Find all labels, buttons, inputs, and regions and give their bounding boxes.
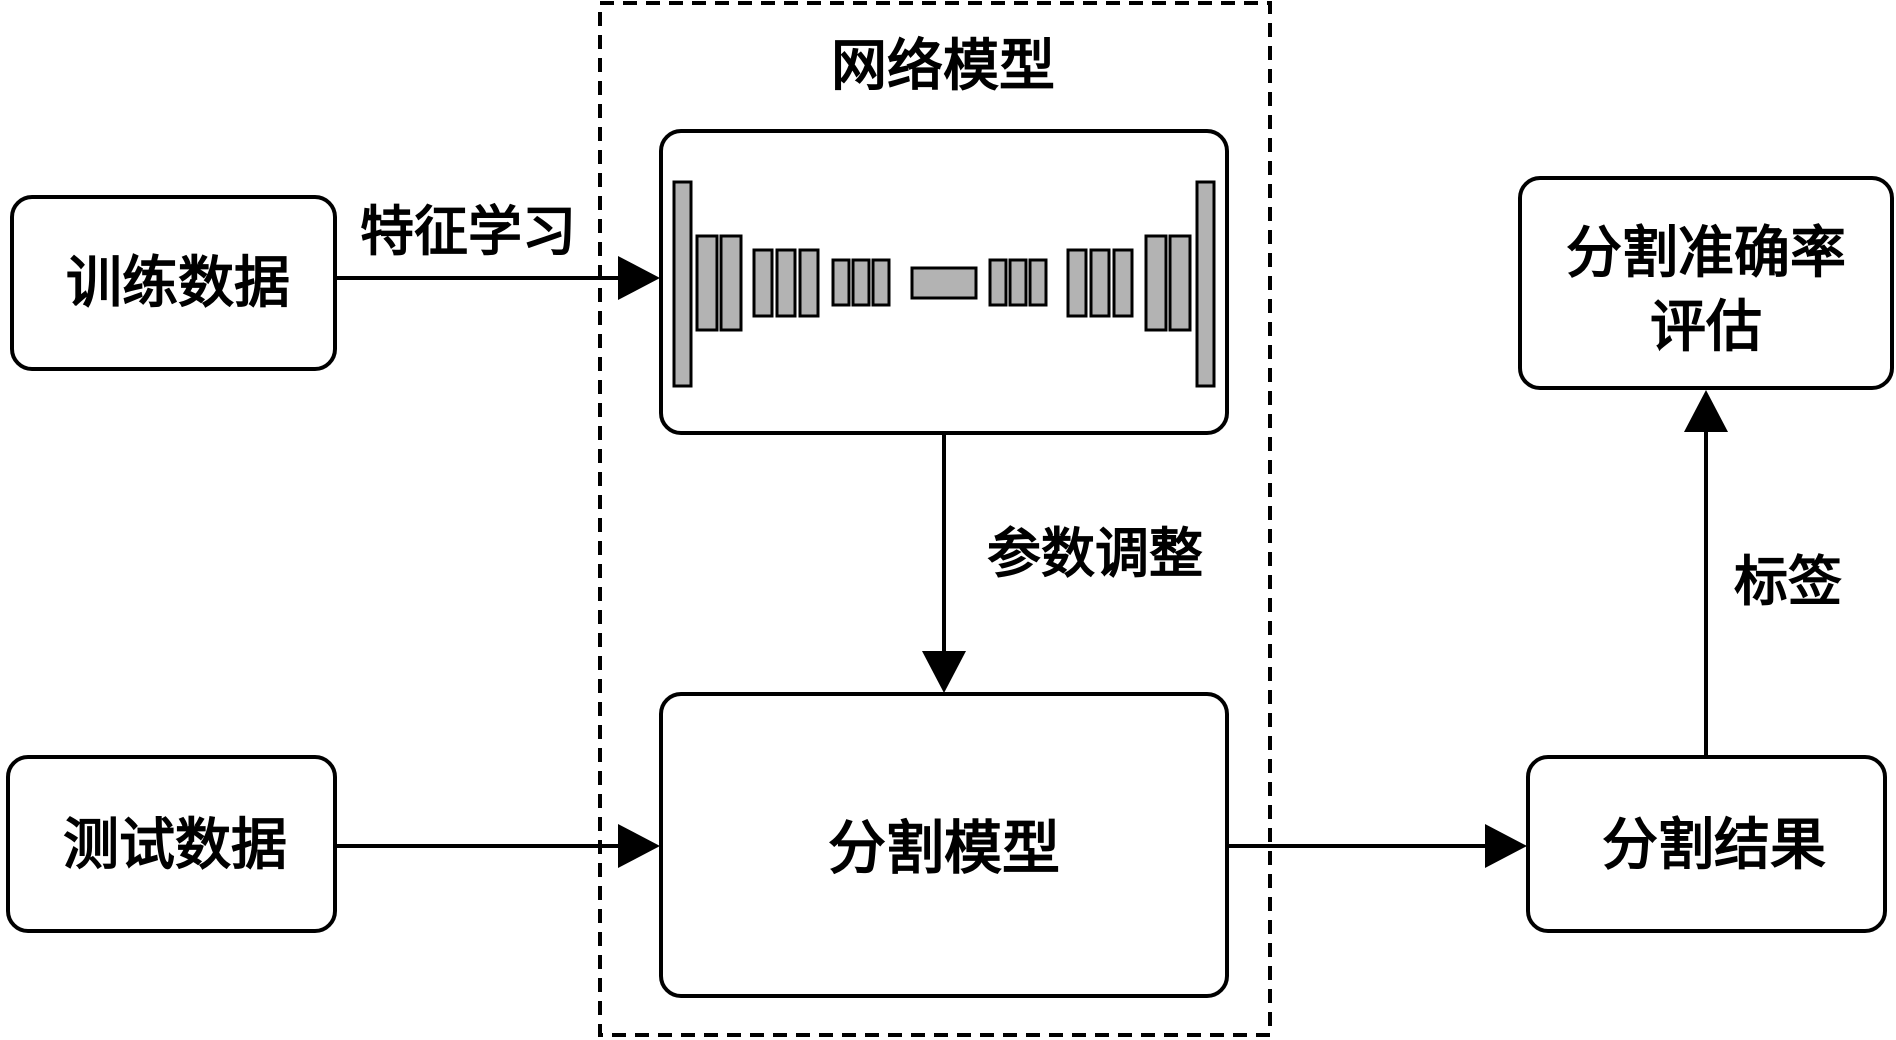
test-input-arrow	[335, 824, 660, 868]
network-model-group	[598, 1, 1272, 1037]
accuracy-evaluation-label-line1: 分割准确率	[1566, 220, 1846, 286]
feature-learning-label: 特征学习	[360, 199, 576, 263]
unet-architecture-icon	[672, 180, 1216, 388]
parameter-adjust-label: 参数调整	[987, 521, 1203, 585]
feature-learning-arrow	[335, 256, 660, 300]
network-model-title: 网络模型	[831, 33, 1055, 99]
accuracy-evaluation-node	[1518, 176, 1894, 390]
label-arrow	[1684, 390, 1728, 757]
label-edge-label: 标签	[1734, 549, 1842, 613]
segmentation-result-label: 分割结果	[1602, 812, 1826, 878]
segmentation-model-label: 分割模型	[828, 814, 1060, 882]
segmentation-output-arrow	[1227, 824, 1527, 868]
training-data-label: 训练数据	[66, 250, 290, 316]
test-data-label: 测试数据	[63, 812, 287, 878]
training-data-node	[10, 195, 337, 371]
parameter-adjust-arrow	[922, 433, 966, 693]
accuracy-evaluation-label-line2: 评估	[1650, 294, 1762, 360]
